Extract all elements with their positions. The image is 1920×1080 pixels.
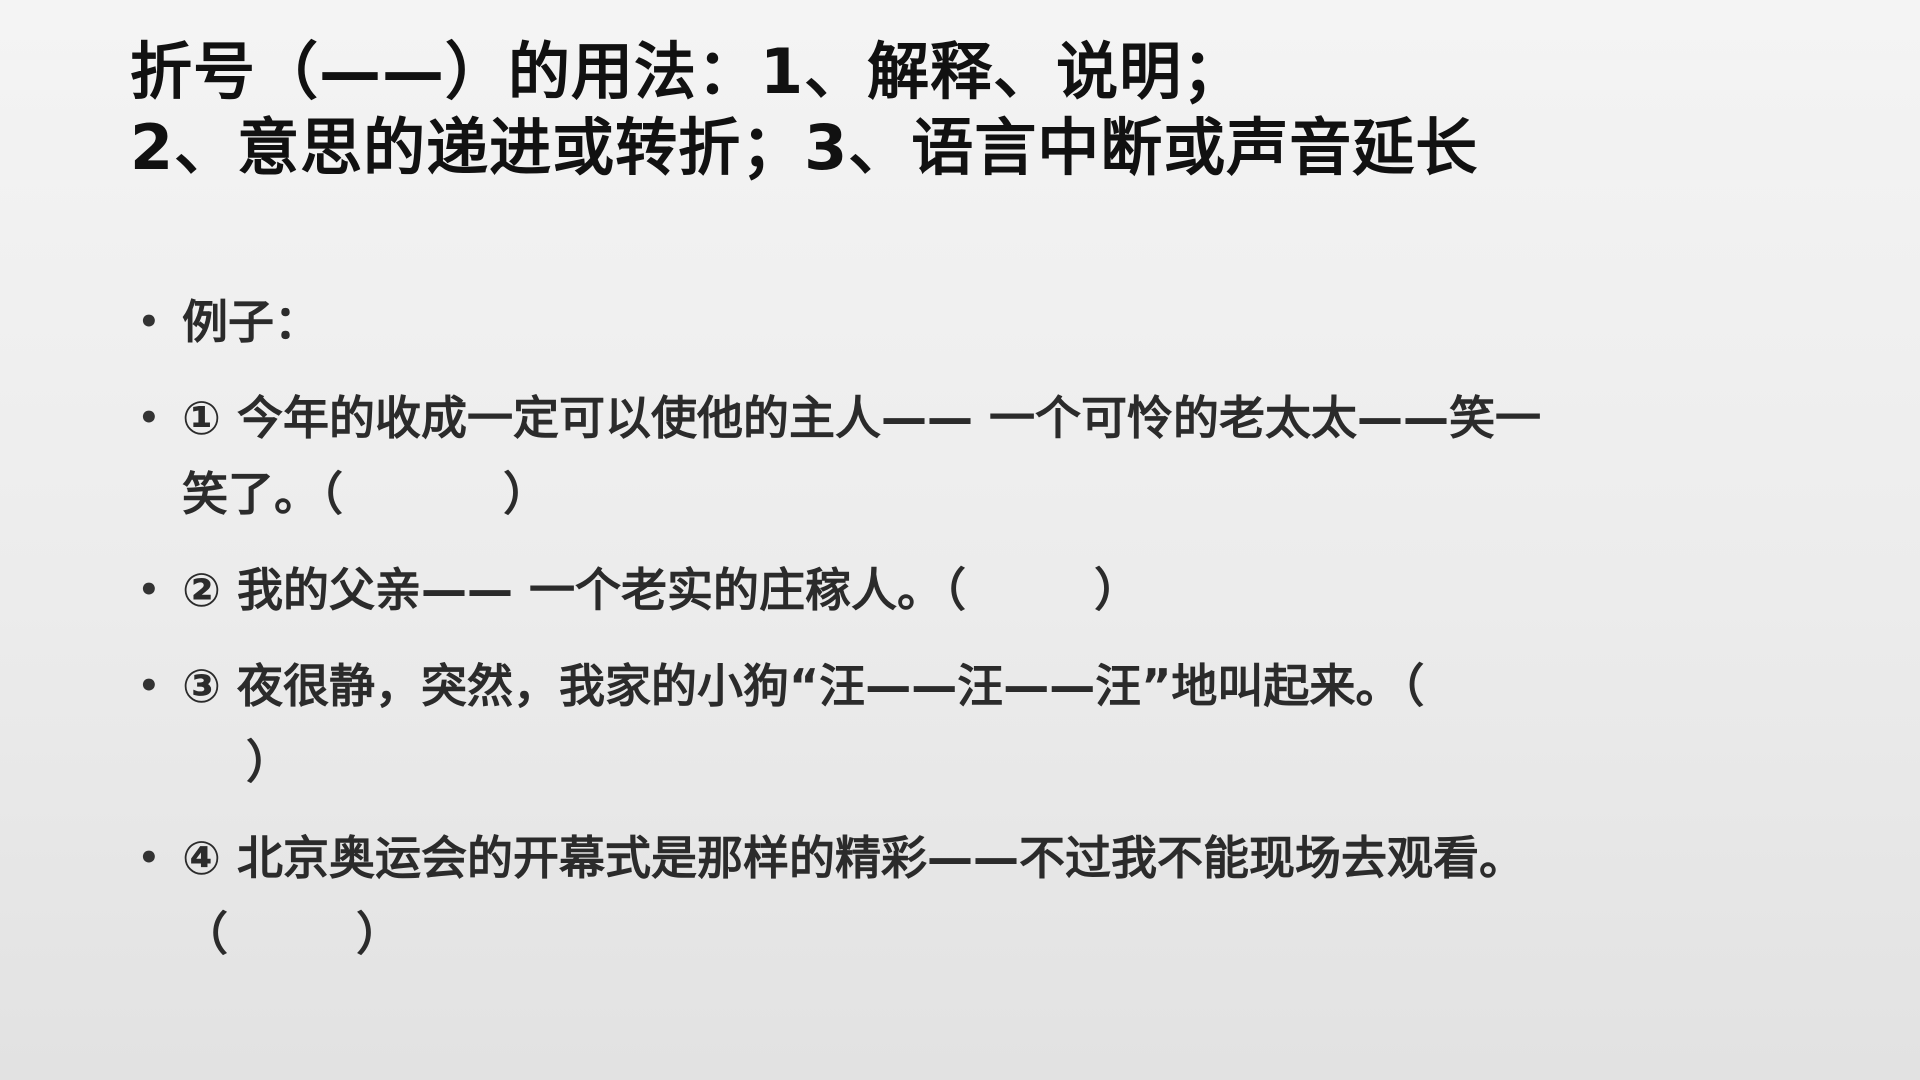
bullet-dot-icon: •	[138, 666, 160, 706]
bullet-text: ④ 北京奥运会的开幕式是那样的精彩——不过我不能现场去观看。	[182, 831, 1525, 885]
bullet-text: ① 今年的收成一定可以使他的主人—— 一个可怜的老太太——笑一	[182, 391, 1541, 445]
bullet-dot-icon: •	[138, 570, 160, 610]
bullet-text-continued: ）	[182, 735, 293, 789]
bullet-list: • 例子： • ① 今年的收成一定可以使他的主人—— 一个可怜的老太太——笑一 …	[138, 284, 1798, 992]
bullet-text: ② 我的父亲—— 一个老实的庄稼人。（ ）	[182, 563, 1141, 617]
bullet-text: 例子：	[182, 295, 320, 349]
bullet-item-example-3: • ③ 夜很静，突然，我家的小狗“汪——汪——汪”地叫起来。（ ）	[138, 648, 1798, 800]
title-line-2: 2、意思的递进或转折；3、语言中断或声音延长	[130, 111, 1479, 184]
bullet-text: ③ 夜很静，突然，我家的小狗“汪——汪——汪”地叫起来。（	[182, 659, 1425, 713]
bullet-item-example-1: • ① 今年的收成一定可以使他的主人—— 一个可怜的老太太——笑一 笑了。（ ）	[138, 380, 1798, 532]
bullet-item-example-2: • ② 我的父亲—— 一个老实的庄稼人。（ ）	[138, 552, 1798, 628]
slide-title: 折号（——）的用法：1、解释、说明； 2、意思的递进或转折；3、语言中断或声音延…	[130, 34, 1830, 186]
bullet-text-continued: 笑了。（ ）	[182, 467, 550, 521]
bullet-text-continued: （ ）	[182, 907, 403, 961]
bullet-dot-icon: •	[138, 302, 160, 342]
bullet-dot-icon: •	[138, 838, 160, 878]
bullet-item-example-4: • ④ 北京奥运会的开幕式是那样的精彩——不过我不能现场去观看。 （ ）	[138, 820, 1798, 972]
title-line-1: 折号（——）的用法：1、解释、说明；	[130, 35, 1246, 108]
bullet-item-examples-heading: • 例子：	[138, 284, 1798, 360]
bullet-dot-icon: •	[138, 398, 160, 438]
